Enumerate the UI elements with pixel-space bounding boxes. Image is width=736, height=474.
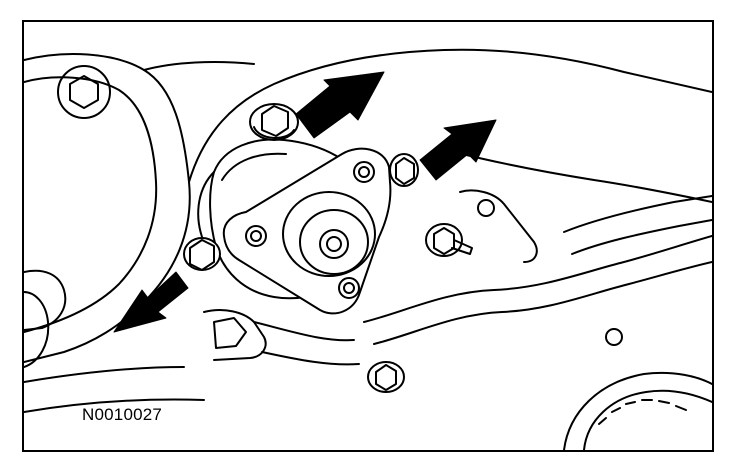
callout-arrow-left xyxy=(113,271,189,333)
triangular-flange xyxy=(222,147,392,315)
pulley xyxy=(563,328,712,450)
callout-arrow-right xyxy=(419,119,497,181)
coolant-hose xyxy=(363,195,712,345)
callout-arrows xyxy=(113,71,497,333)
callout-arrow-top xyxy=(295,71,385,139)
background-bolt-upper-left xyxy=(57,65,111,119)
engine-illustration xyxy=(24,48,712,450)
figure-frame: N0010027 xyxy=(22,20,714,452)
lower-fitting xyxy=(203,309,360,366)
figure-id-label: N0010027 xyxy=(82,405,163,424)
lower-bolt xyxy=(367,361,405,393)
bracket-bolt xyxy=(459,189,538,263)
temperature-sensor xyxy=(425,223,473,257)
mounting-bolt-right xyxy=(389,153,419,187)
lower-left-pipe xyxy=(24,291,185,383)
mounting-bolt-left xyxy=(183,237,221,271)
mounting-bolt-top xyxy=(249,103,299,141)
